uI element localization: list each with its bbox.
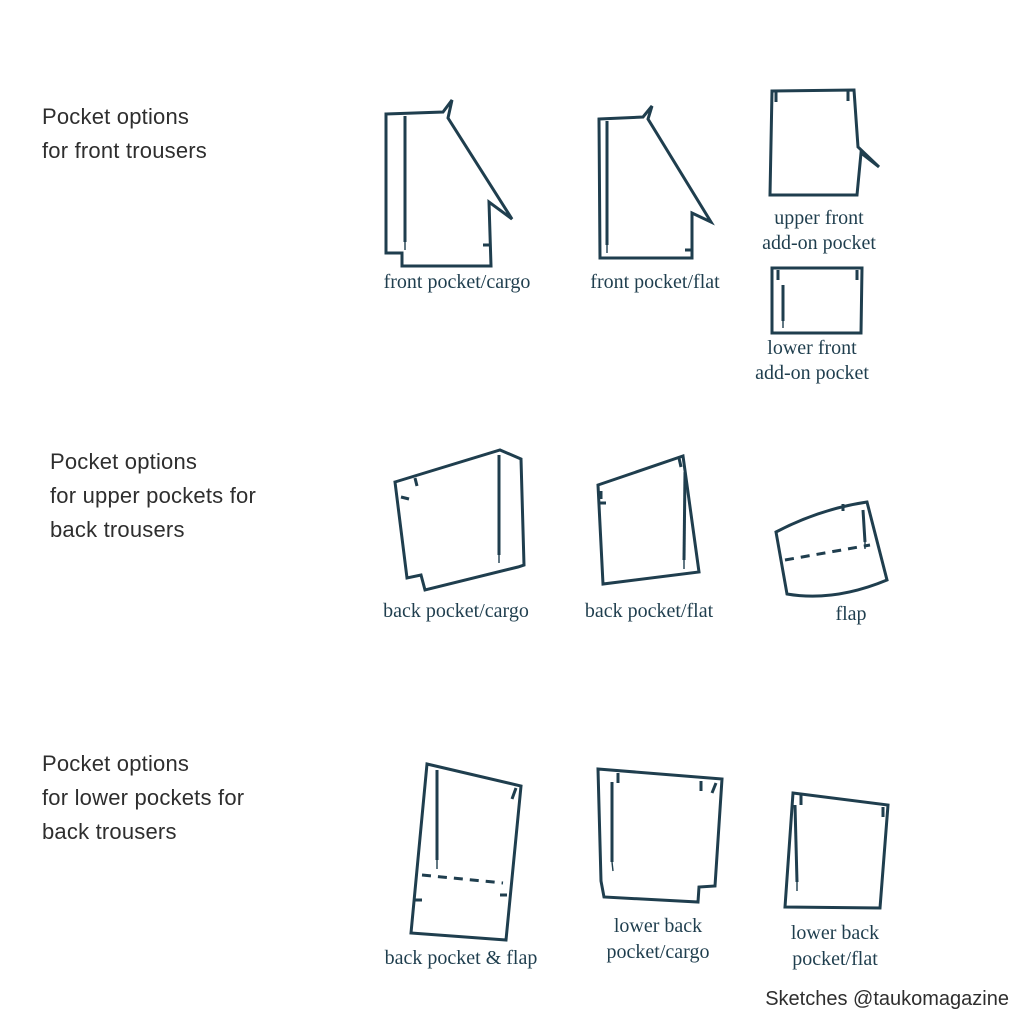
caption-upper-front-add-on-pocket: upper front add-on pocket bbox=[762, 207, 876, 254]
heading-line: back trousers bbox=[50, 517, 185, 542]
heading-line: Pocket options bbox=[42, 104, 190, 129]
heading-line: for front trousers bbox=[42, 138, 207, 163]
back-pocket-and-flap-sketch bbox=[409, 762, 523, 942]
flap-sketch bbox=[774, 500, 889, 598]
section-heading-upper-back-pockets: Pocket options for upper pockets for bac… bbox=[50, 445, 256, 547]
lower-front-add-on-pocket-sketch bbox=[770, 266, 864, 335]
heading-line: back trousers bbox=[42, 819, 177, 844]
heading-line: for lower pockets for bbox=[42, 785, 245, 810]
back-pocket-flat-sketch bbox=[596, 453, 701, 586]
caption-lower-back-pocket-cargo: lower back pocket/cargo bbox=[606, 915, 710, 963]
heading-line: for upper pockets for bbox=[50, 483, 256, 508]
front-pocket-flat-sketch bbox=[597, 105, 715, 260]
back-pocket-cargo-sketch bbox=[393, 448, 526, 592]
lower-back-pocket-flat-sketch bbox=[783, 791, 890, 910]
credit-line: Sketches @taukomagazine bbox=[765, 988, 1009, 1010]
caption-back-pocket-and-flap: back pocket & flap bbox=[384, 947, 538, 969]
section-heading-front-trousers: Pocket options for front trousers bbox=[42, 100, 207, 168]
caption-flap: flap bbox=[835, 603, 867, 625]
front-pocket-cargo-sketch bbox=[384, 99, 514, 268]
section-heading-lower-back-pockets: Pocket options for lower pockets for bac… bbox=[42, 747, 244, 849]
caption-lower-front-add-on-pocket: lower front add-on pocket bbox=[755, 337, 869, 384]
heading-line: Pocket options bbox=[42, 751, 190, 776]
heading-line: Pocket options bbox=[50, 449, 198, 474]
caption-lower-back-pocket-flat: lower back pocket/flat bbox=[790, 922, 880, 970]
upper-front-add-on-pocket-sketch bbox=[768, 88, 881, 197]
caption-back-pocket-flat: back pocket/flat bbox=[584, 600, 714, 622]
caption-back-pocket-cargo: back pocket/cargo bbox=[383, 600, 529, 622]
caption-front-pocket-flat: front pocket/flat bbox=[590, 271, 720, 293]
caption-front-pocket-cargo: front pocket/cargo bbox=[383, 271, 531, 293]
lower-back-pocket-cargo-sketch bbox=[596, 767, 724, 904]
